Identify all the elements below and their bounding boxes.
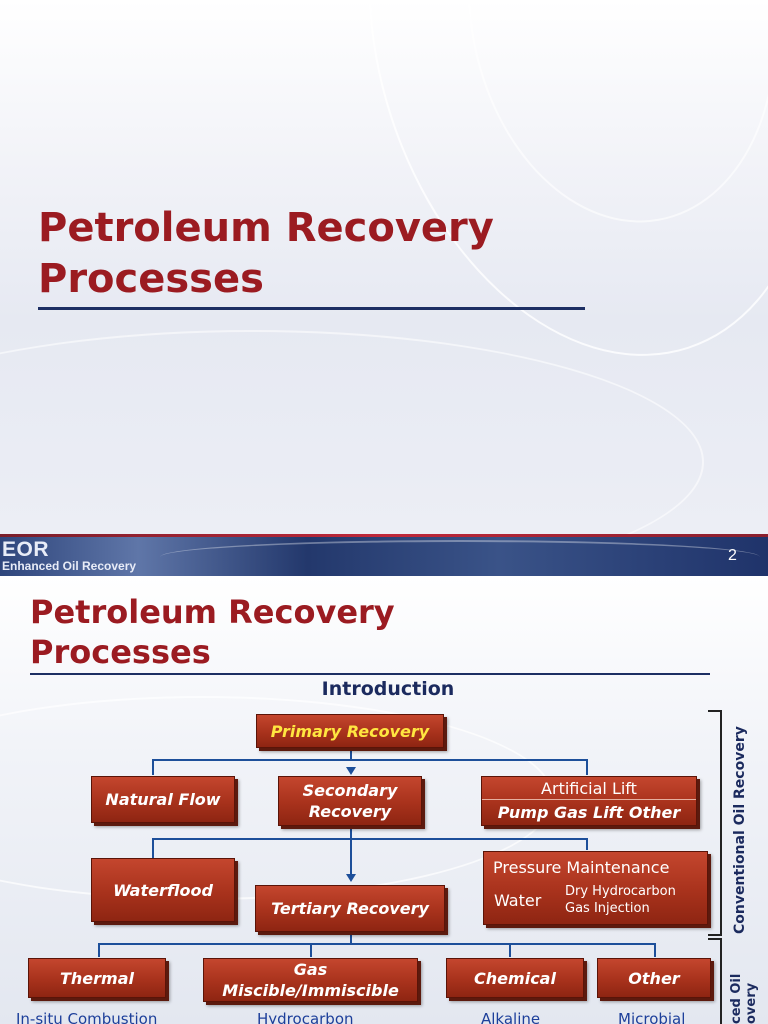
slide-2-title-line-2: Processes: [30, 633, 211, 671]
other-box: Other: [597, 958, 711, 998]
waterflood-label: Waterflood: [113, 880, 213, 900]
artificial-lift-methods: Pump Gas Lift Other: [482, 799, 696, 824]
waterflood-box: Waterflood: [91, 858, 235, 922]
connector-line: [350, 838, 352, 874]
slide-2-title-line-1: Petroleum Recovery: [30, 593, 395, 631]
tertiary-recovery-label: Tertiary Recovery: [271, 899, 429, 918]
connector-line: [586, 838, 588, 850]
thermal-box: Thermal: [28, 958, 166, 998]
gas-label-2: Miscible/Immiscible: [222, 981, 399, 1000]
thermal-sublabel: In-situ Combustion: [16, 1010, 158, 1024]
enhanced-label-1: ced Oil: [729, 973, 744, 1024]
arrow-head: [346, 874, 356, 882]
connector-line: [98, 943, 100, 957]
connector-line: [654, 943, 656, 957]
primary-recovery-label: Primary Recovery: [270, 721, 430, 741]
title-underline: [38, 307, 585, 310]
footer-light-streak: [160, 540, 760, 574]
enhanced-bracket: [708, 938, 722, 1024]
eor-tagline: Enhanced Oil Recovery: [2, 559, 137, 573]
gas-sublabel: Hydrocarbon: [257, 1010, 354, 1024]
conventional-bracket: [708, 710, 722, 936]
slide-1: Petroleum Recovery Processes: [0, 0, 768, 534]
page-number: 2: [728, 547, 737, 564]
connector-line: [152, 838, 154, 858]
connector-line: [509, 943, 511, 957]
enhanced-label-2: overy: [744, 982, 759, 1024]
pressure-maintenance-box: Pressure Maintenance Water Dry Hydrocarb…: [483, 851, 708, 925]
title-underline: [30, 673, 710, 675]
slide-2-title: Petroleum Recovery Processes: [30, 592, 395, 672]
slide-2: Petroleum Recovery Processes Introductio…: [0, 576, 768, 1024]
pressure-maintenance-label: Pressure Maintenance: [493, 858, 670, 877]
footer-red-stripe: [0, 534, 768, 537]
connector-line: [586, 759, 588, 775]
chemical-box: Chemical: [446, 958, 584, 998]
secondary-recovery-label-2: Recovery: [308, 802, 392, 821]
chemical-sublabel: Alkaline: [481, 1010, 541, 1024]
slide-1-title-line-1: Petroleum Recovery: [38, 205, 494, 251]
gas-box: Gas Miscible/Immiscible: [203, 958, 418, 1002]
chemical-label: Chemical: [474, 968, 556, 988]
conventional-label: Conventional Oil Recovery: [732, 726, 748, 934]
slide-1-title-line-2: Processes: [38, 256, 264, 302]
pm-gas-label-1: Dry Hydrocarbon: [565, 884, 676, 899]
primary-recovery-box: Primary Recovery: [256, 714, 444, 748]
natural-flow-box: Natural Flow: [91, 776, 235, 823]
connector-line: [98, 943, 655, 945]
thermal-label: Thermal: [60, 968, 134, 988]
connector-line: [310, 943, 312, 957]
connector-line: [350, 932, 352, 944]
section-heading: Introduction: [321, 678, 455, 700]
background-swirl: [0, 330, 704, 534]
natural-flow-label: Natural Flow: [105, 790, 221, 809]
tertiary-recovery-box: Tertiary Recovery: [255, 885, 445, 932]
slide-1-title: Petroleum Recovery Processes: [38, 203, 494, 305]
other-sublabel: Microbial: [618, 1010, 686, 1024]
other-label: Other: [628, 968, 680, 988]
artificial-lift-label: Artificial Lift: [541, 778, 637, 798]
artificial-lift-box: Artificial Lift Pump Gas Lift Other: [481, 776, 697, 826]
pm-water-label: Water: [494, 891, 542, 910]
connector-line: [350, 745, 352, 759]
connector-line: [152, 759, 154, 775]
pm-gas-label: Dry Hydrocarbon Gas Injection: [565, 883, 676, 917]
enhanced-label: ced Oil overy: [729, 974, 759, 1024]
pm-gas-label-2: Gas Injection: [565, 901, 650, 916]
secondary-recovery-label-1: Secondary: [302, 781, 398, 800]
secondary-recovery-box: Secondary Recovery: [278, 776, 422, 826]
connector-line: [152, 838, 588, 840]
arrow-head: [346, 767, 356, 775]
connector-line: [152, 759, 588, 761]
footer-band: [0, 534, 768, 576]
connector-line: [350, 824, 352, 838]
eor-logo: EOR: [2, 538, 50, 561]
gas-label-1: Gas: [293, 960, 328, 979]
